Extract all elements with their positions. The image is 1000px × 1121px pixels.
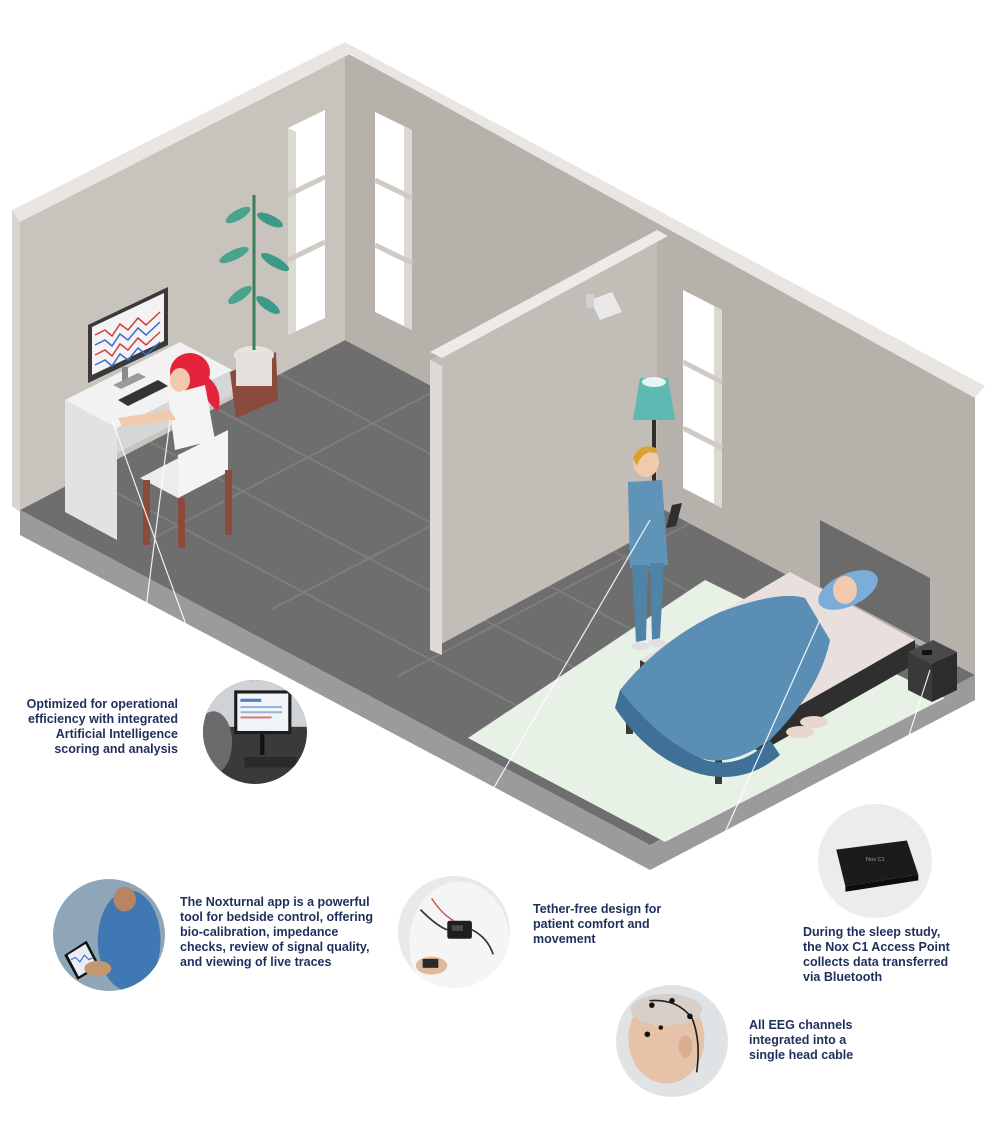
nox-c1-photo: Nox C1 [818,804,932,918]
keyboard-icon [118,380,168,406]
monitor-icon [88,287,168,389]
plant-icon [219,195,290,418]
ai-scoring-photo [203,680,307,784]
window-center [373,112,414,330]
wall-cap-left [12,42,350,222]
nightstand [908,640,957,702]
callout-nox-c1: During the sleep study, the Nox C1 Acces… [803,925,950,984]
partition-wall-side [430,360,442,655]
camera-icon [586,292,622,320]
device-screen-label: Nox C1 [866,857,885,863]
tether-free-photo [398,876,510,988]
back-wall-right [345,52,975,675]
noxturnal-app-photo [53,879,165,991]
eeg-head-cable-photo [616,985,728,1097]
blanket [620,595,830,761]
wall-edge-left [12,210,20,512]
callout-tether-free: Tether-free design for patient comfort a… [533,902,662,946]
callout-eeg: All EEG channels integrated into a singl… [749,1018,854,1062]
partition-wall-cap [430,230,668,358]
window-bedroom [681,290,724,508]
technician-figure [118,353,220,450]
wall-cap-right [345,42,985,398]
partition-wall [430,240,657,650]
callout-ai-scoring: Optimized for operational efficiency wit… [26,697,178,756]
blanket-fold [615,690,780,777]
slippers [786,716,828,738]
callout-noxturnal-app: The Noxturnal app is a powerful tool for… [180,895,374,969]
leader-lines [109,419,931,1001]
window-left [286,110,327,335]
